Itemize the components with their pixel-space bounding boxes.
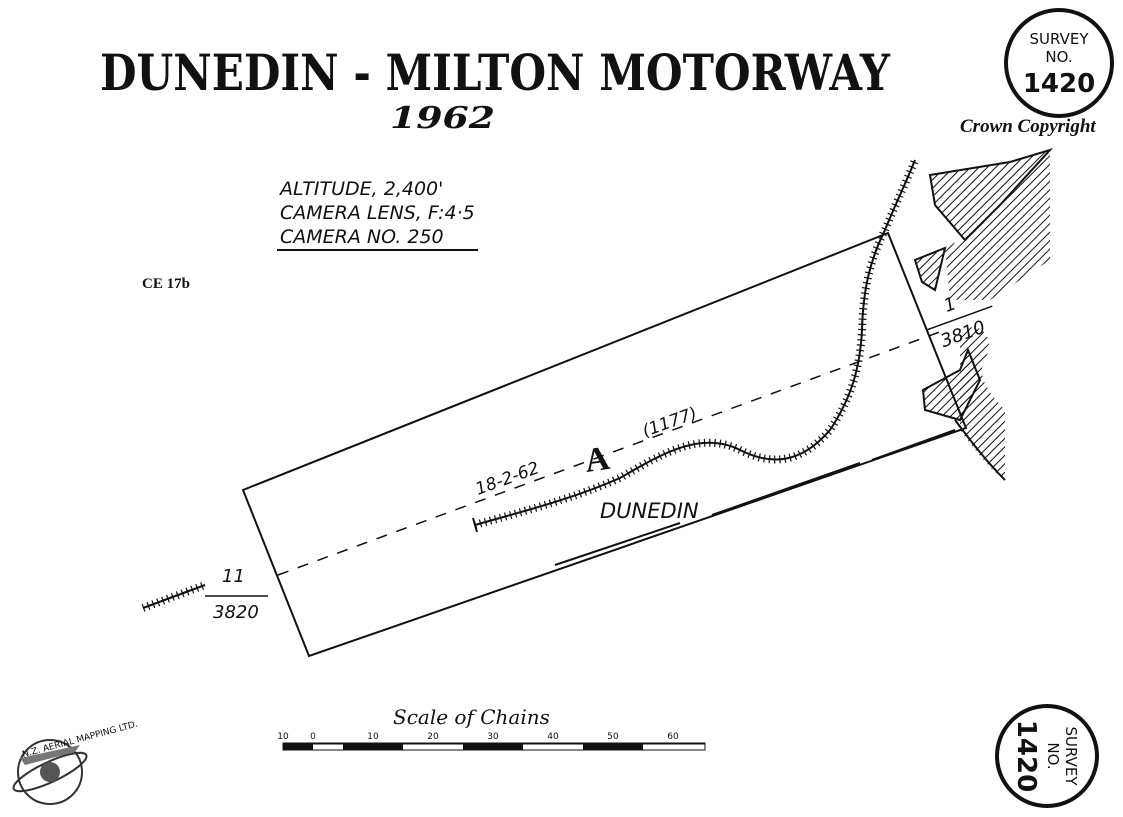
survey-badge-bottom-number: 1420 (1011, 720, 1041, 792)
scale-bar: Scale of Chains 10 0 10 20 30 40 50 60 (277, 705, 706, 751)
survey-badge-bottom: SURVEY NO. 1420 (995, 704, 1099, 808)
survey-badge-no: NO. (1045, 48, 1072, 66)
railway-line (141, 158, 919, 612)
map-year: 1962 (390, 101, 495, 136)
altitude-text: ALTITUDE, 2,400' (278, 178, 443, 200)
logo-text: N.Z. AERIAL MAPPING LTD. (21, 720, 139, 761)
survey-badge-top: SURVEY NO. 1420 (1004, 8, 1114, 118)
scale-tick-label: 10 (367, 732, 379, 742)
flight-info: ALTITUDE, 2,400' CAMERA LENS, F:4·5 CAME… (277, 178, 478, 251)
scale-tick-label: 60 (667, 732, 679, 742)
aerial-mapping-logo: N.Z. AERIAL MAPPING LTD. (12, 720, 139, 805)
scale-tick-label: 40 (547, 732, 559, 742)
photo-ref: (1177) (640, 404, 700, 442)
scale-tick-label: 10 (277, 732, 289, 742)
survey-badge-number: 1420 (1023, 69, 1095, 99)
survey-badge-label: SURVEY (1029, 30, 1089, 48)
end-label-bottom: 11 3820 (205, 566, 268, 623)
reference-code: CE 17b (142, 276, 190, 292)
scale-ticks: 10 0 10 20 30 40 50 60 (277, 732, 679, 742)
crown-copyright: Crown Copyright (960, 116, 1096, 137)
place-name-dunedin: DUNEDIN (600, 499, 699, 523)
coastline-hatching (913, 148, 1054, 481)
camera-number-text: CAMERA NO. 250 (280, 226, 444, 248)
map-title: DUNEDIN - MILTON MOTORWAY (100, 43, 891, 102)
end-label-bottom-lower: 3820 (213, 602, 259, 623)
scale-tick-label: 50 (607, 732, 619, 742)
scale-title: Scale of Chains (393, 705, 550, 729)
flight-line (277, 329, 946, 576)
run-label: A (583, 440, 613, 480)
scale-tick-label: 20 (427, 732, 439, 742)
flight-date: 18-2-62 (473, 458, 542, 499)
end-label-bottom-upper: 11 (222, 566, 245, 587)
survey-badge-bottom-label: SURVEY (1062, 726, 1080, 786)
survey-badge-bottom-no: NO. (1044, 742, 1062, 769)
scale-tick-label: 0 (310, 732, 316, 742)
camera-lens-text: CAMERA LENS, F:4·5 (280, 202, 475, 224)
scale-tick-label: 30 (487, 732, 499, 742)
road (554, 429, 956, 566)
